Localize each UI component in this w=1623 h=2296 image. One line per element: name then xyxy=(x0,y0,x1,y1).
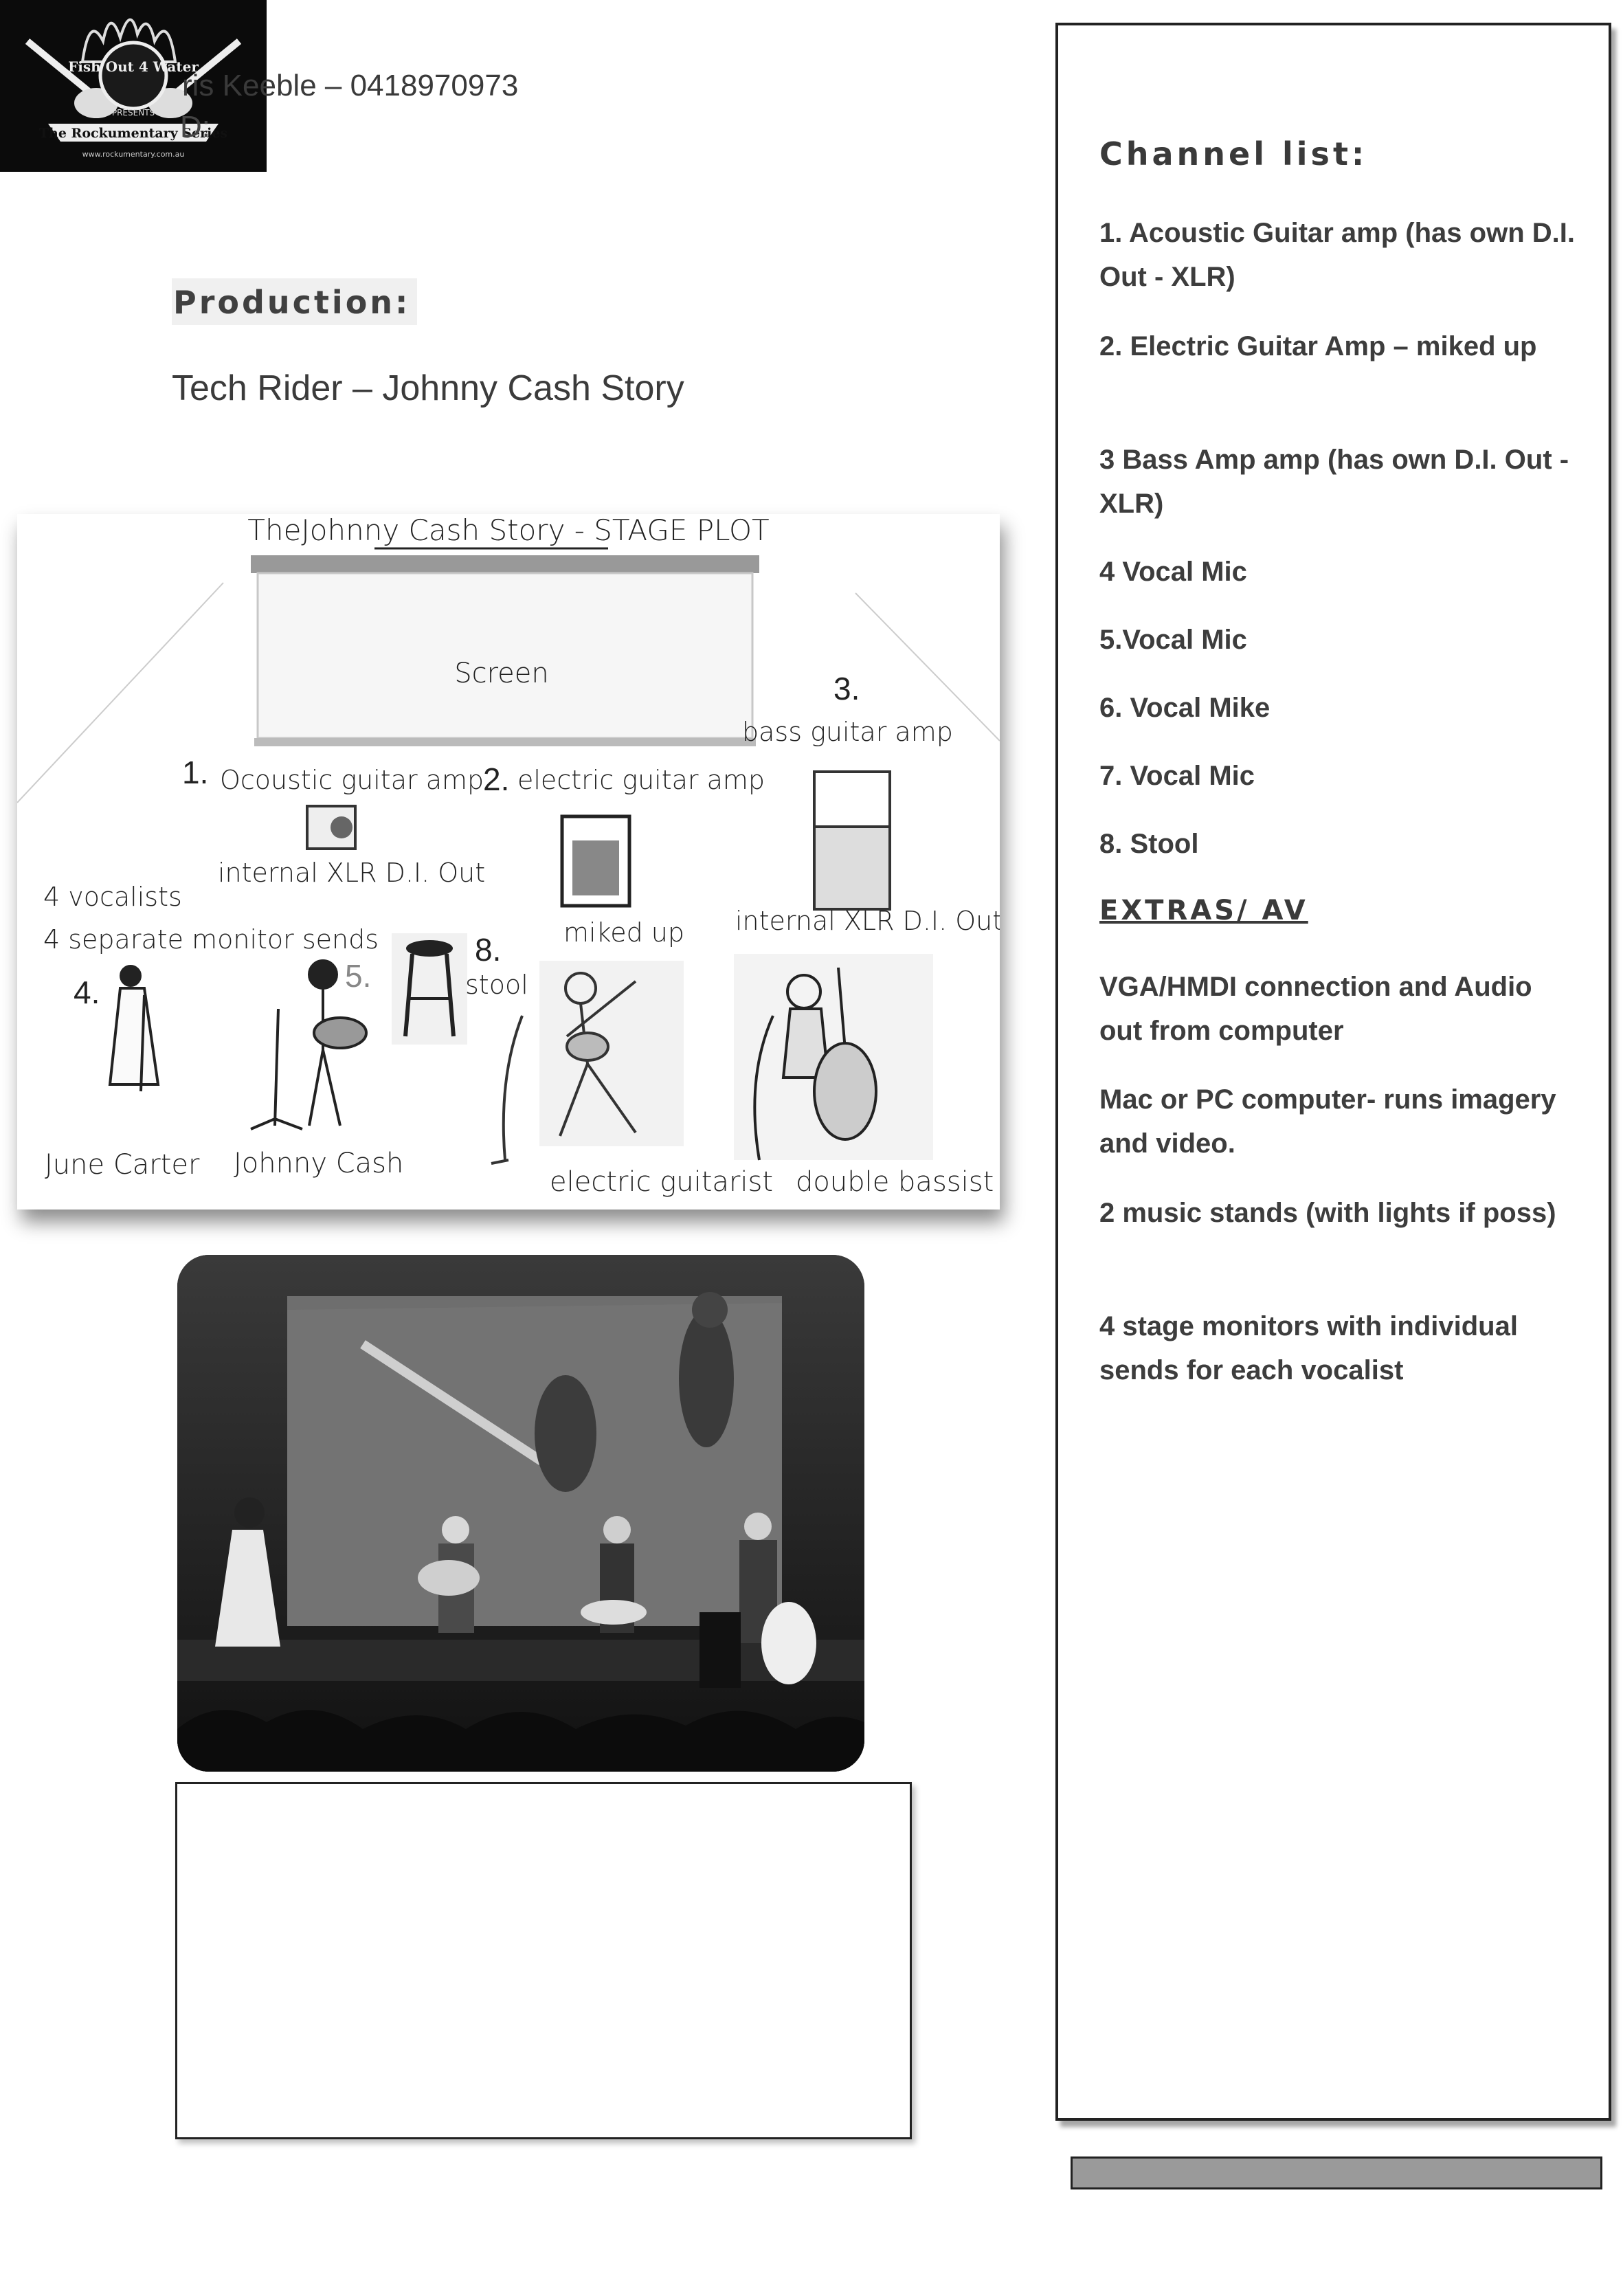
channel-item-1: 1. Acoustic Guitar amp (has own D.I. Out… xyxy=(1099,218,1575,292)
channel-list-panel xyxy=(1055,23,1611,2121)
empty-text-box xyxy=(175,1782,912,2139)
electric-miked-label: miked up xyxy=(563,917,684,948)
channel-item-2: 2. Electric Guitar Amp – miked up xyxy=(1099,331,1537,361)
rockumentary-logo: Fish Out 4 Water PRESENTS The Rockumenta… xyxy=(0,0,267,172)
plot-title: TheJohnny Cash Story - STAGE PLOT xyxy=(247,514,769,547)
plot-number-5: 5. xyxy=(345,958,371,994)
extras-item-2: Mac or PC computer- runs imagery and vid… xyxy=(1099,1084,1556,1159)
plot-number-4: 4. xyxy=(74,974,100,1010)
bassist-label: double bassist xyxy=(796,1166,994,1198)
channel-item-4: 4 Vocal Mic xyxy=(1099,557,1247,587)
performance-photo xyxy=(177,1255,864,1772)
contact-line-2: D: xyxy=(180,110,210,144)
acoustic-di-label: internal XLR D.I. Out xyxy=(218,858,485,888)
plot-number-8: 8. xyxy=(475,932,501,968)
extras-item-3: 2 music stands (with lights if poss) xyxy=(1099,1198,1556,1228)
plot-number-3: 3. xyxy=(833,671,860,706)
stool-label: stool xyxy=(465,970,528,1000)
logo-line-4: www.rockumentary.com.au xyxy=(82,150,185,159)
acoustic-amp-label: Ocoustic guitar amp xyxy=(220,765,484,795)
guitarist-label: electric guitarist xyxy=(550,1166,773,1198)
electric-guitarist-figure xyxy=(491,961,684,1165)
june-carter-figure xyxy=(108,965,160,1092)
document-title: Tech Rider – Johnny Cash Story xyxy=(172,368,684,408)
june-carter-label: June Carter xyxy=(45,1149,200,1181)
johnny-cash-figure xyxy=(250,959,368,1130)
channel-item-7: 7. Vocal Mic xyxy=(1099,761,1255,791)
bass-amp-label: bass guitar amp xyxy=(742,717,953,747)
extras-heading: EXTRAS/ AV xyxy=(1099,895,1308,926)
logo-line-2: PRESENTS xyxy=(112,108,155,118)
screen-label: Screen xyxy=(454,658,549,689)
channel-item-8: 8. Stool xyxy=(1099,829,1199,859)
channel-item-3: 3 Bass Amp amp (has own D.I. Out - XLR) xyxy=(1099,445,1569,519)
stage-plot: TheJohnny Cash Story - STAGE PLOT Screen… xyxy=(17,514,1000,1210)
logo-line-1: Fish Out 4 Water xyxy=(68,58,199,75)
channel-item-6: 6. Vocal Mike xyxy=(1099,693,1271,723)
contact-line: ris Keeble – 0418970973 xyxy=(182,69,519,102)
extras-item-1: VGA/HMDI connection and Audio out from c… xyxy=(1099,972,1532,1046)
plot-number-1: 1. xyxy=(182,755,208,790)
vocalists-note: 4 vocalists xyxy=(43,882,182,912)
channel-item-5: 5.Vocal Mic xyxy=(1099,625,1247,655)
bass-di-label: internal XLR D.I. Out xyxy=(735,906,1000,936)
footer-bar xyxy=(1071,2156,1602,2189)
monitors-note: 4 separate monitor sends xyxy=(43,924,379,955)
channel-list-heading: Channel list: xyxy=(1099,135,1368,172)
double-bassist-figure xyxy=(734,954,933,1161)
extras-item-4: 4 stage monitors with individual sends f… xyxy=(1099,1311,1518,1385)
logo-line-3: The Rockumentary Series xyxy=(39,126,227,141)
electric-amp-label: electric guitar amp xyxy=(517,765,765,795)
plot-number-2: 2. xyxy=(483,761,509,797)
johnny-cash-label: Johnny Cash xyxy=(234,1148,403,1179)
production-label: Production: xyxy=(172,278,418,325)
